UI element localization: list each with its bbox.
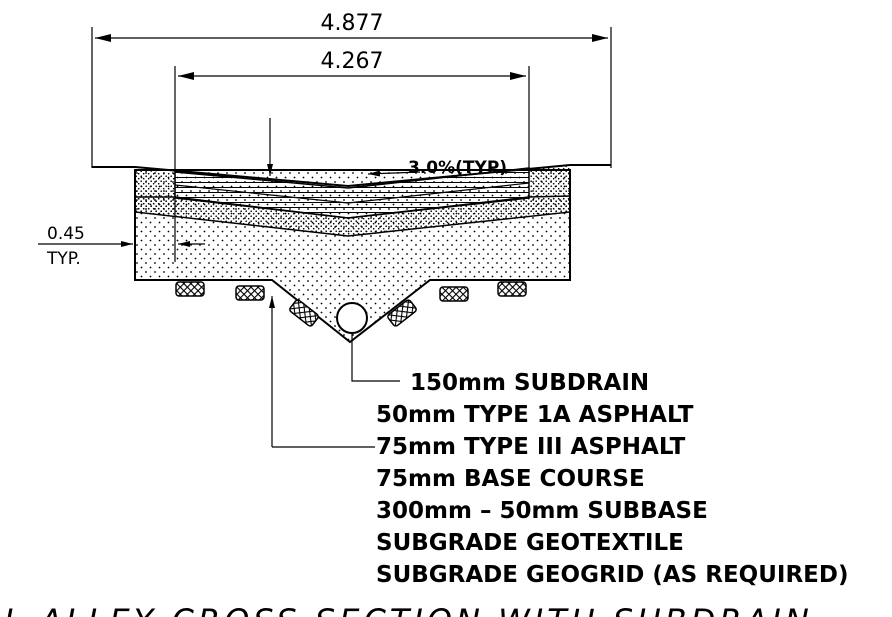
subdrain-pipe — [336, 302, 368, 334]
asphalt-layers — [174, 167, 530, 219]
pavement-section — [134, 165, 571, 344]
geogrid-blocks — [175, 281, 527, 327]
note-subdrain: 150mm SUBDRAIN — [410, 370, 649, 396]
leader-lines — [269, 296, 400, 448]
edge-offset-label: 0.45 — [47, 224, 85, 244]
overall-width-label: 4.877 — [321, 11, 384, 36]
paved-width-dimension: 4.267 — [174, 49, 530, 262]
note-base-course: 75mm BASE COURSE — [376, 466, 645, 492]
paved-width-label: 4.267 — [321, 49, 384, 74]
edge-offset-typ-label: TYP. — [46, 249, 81, 269]
note-geogrid: SUBGRADE GEOGRID (AS REQUIRED) — [376, 562, 848, 588]
cross-slope-label: 3.0%(TYP) — [408, 158, 507, 178]
note-type-iii-asphalt: 75mm TYPE III ASPHALT — [376, 434, 686, 460]
cross-slope-annotation: 3.0%(TYP) — [267, 118, 507, 178]
overall-width-dimension: 4.877 — [91, 11, 612, 168]
note-subbase: 300mm – 50mm SUBBASE — [376, 498, 708, 524]
edge-offset-annotation: 0.45 TYP. — [38, 224, 205, 269]
note-type-1a-asphalt: 50mm TYPE 1A ASPHALT — [376, 402, 694, 428]
layer-notes: 150mm SUBDRAIN 50mm TYPE 1A ASPHALT 75mm… — [376, 370, 848, 588]
drawing-caption: L ALLEY CROSS SECTION WITH SUBDRAIN — [4, 602, 813, 617]
note-geotextile: SUBGRADE GEOTEXTILE — [376, 530, 684, 556]
